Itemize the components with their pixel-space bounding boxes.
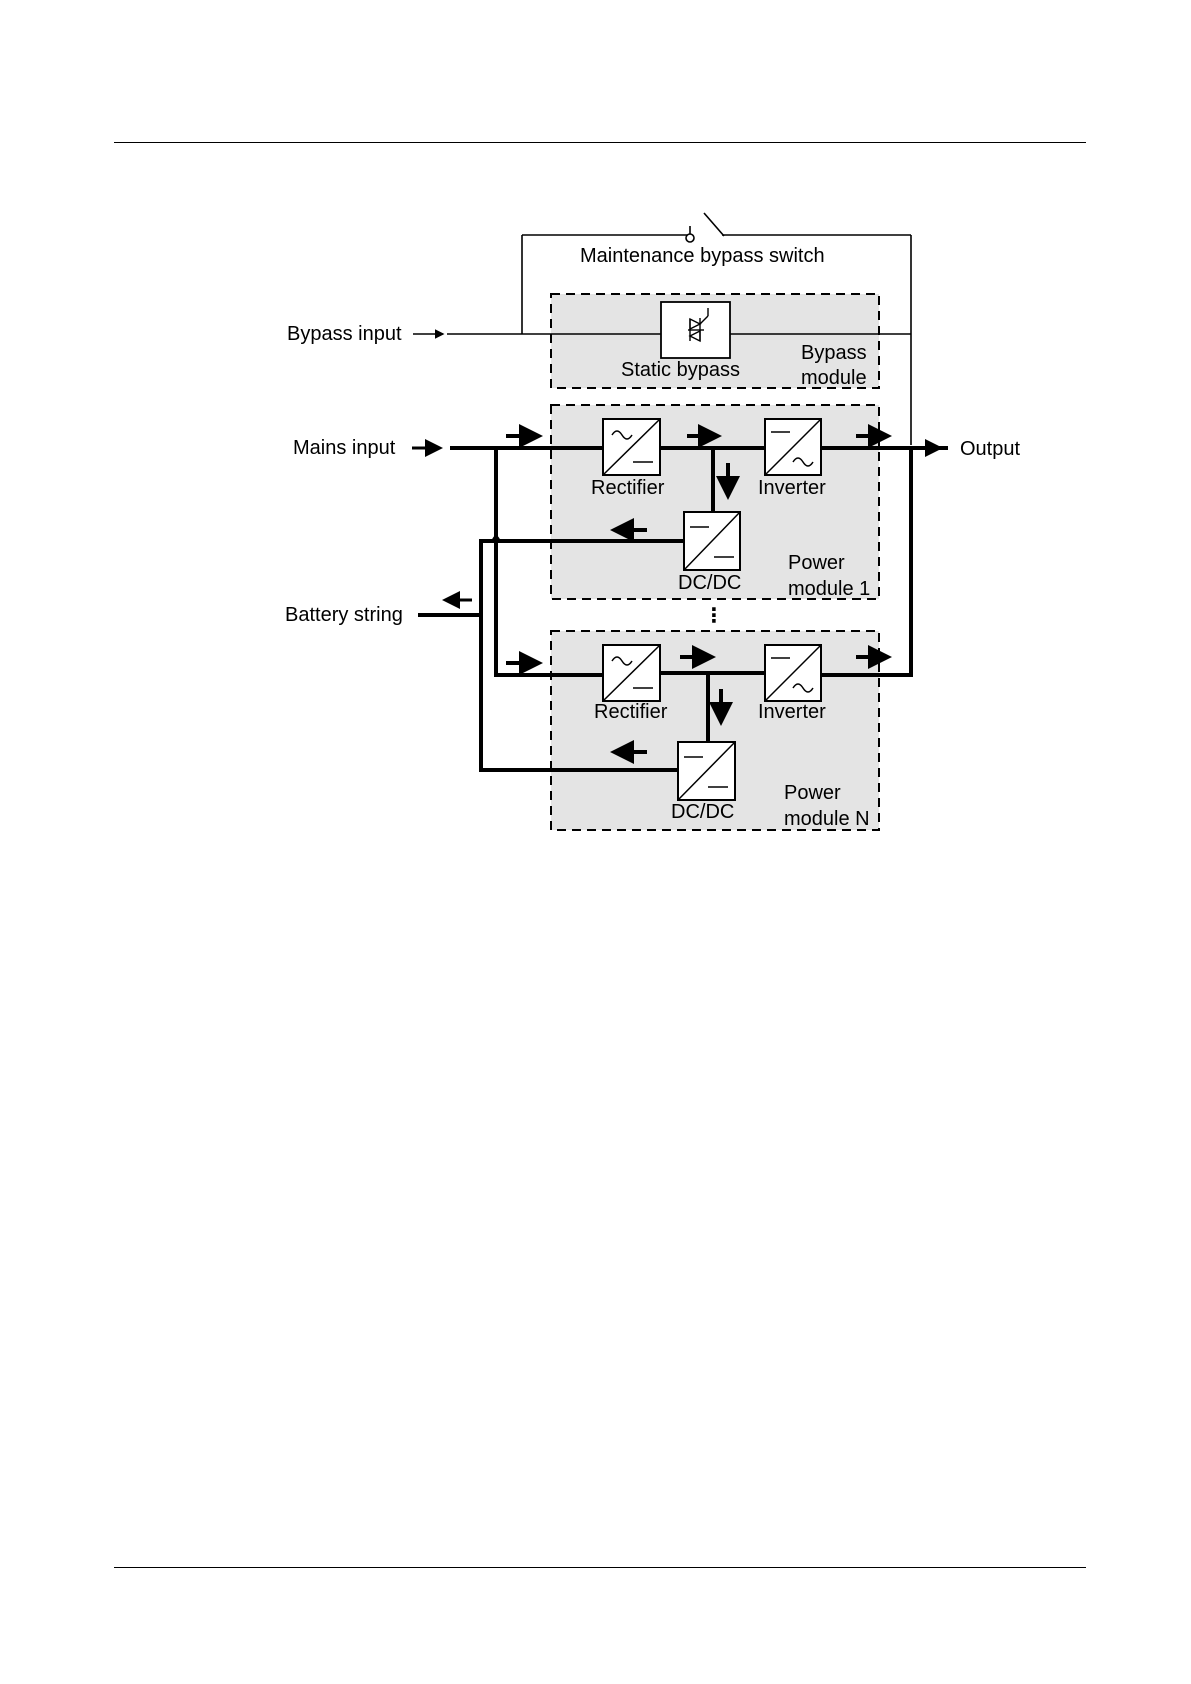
dcdc-1-label: DC/DC <box>678 572 741 594</box>
bypass-input-label: Bypass input <box>287 323 402 345</box>
battery-string-label: Battery string <box>285 604 403 626</box>
rectifier-1-block <box>603 419 660 475</box>
rectifier-n-label: Rectifier <box>594 701 668 723</box>
power-module-1-label-line2: module 1 <box>788 578 870 600</box>
power-module-n-label-line1: Power <box>784 782 841 804</box>
ellipsis: ⋮ <box>704 605 724 627</box>
output-label: Output <box>960 438 1020 460</box>
dcdc-n-block <box>678 742 735 800</box>
mains-input-label: Mains input <box>293 437 396 459</box>
dcdc-1-block <box>684 512 740 570</box>
bypass-module-label-line2: module <box>801 367 867 389</box>
dcdc-n-label: DC/DC <box>671 801 734 823</box>
inverter-1-block <box>765 419 821 475</box>
inverter-1-label: Inverter <box>758 477 826 499</box>
rectifier-n-block <box>603 645 660 701</box>
power-module-1-label-line1: Power <box>788 552 845 574</box>
bypass-module-label-line1: Bypass <box>801 342 867 364</box>
power-module-n-label-line2: module N <box>784 808 870 830</box>
maintenance-switch-label: Maintenance bypass switch <box>580 245 825 267</box>
static-bypass-label: Static bypass <box>621 359 740 381</box>
rectifier-1-label: Rectifier <box>591 477 665 499</box>
inverter-n-label: Inverter <box>758 701 826 723</box>
inverter-n-block <box>765 645 821 701</box>
maintenance-switch-contact <box>686 234 694 242</box>
maintenance-switch-blade <box>704 213 724 236</box>
